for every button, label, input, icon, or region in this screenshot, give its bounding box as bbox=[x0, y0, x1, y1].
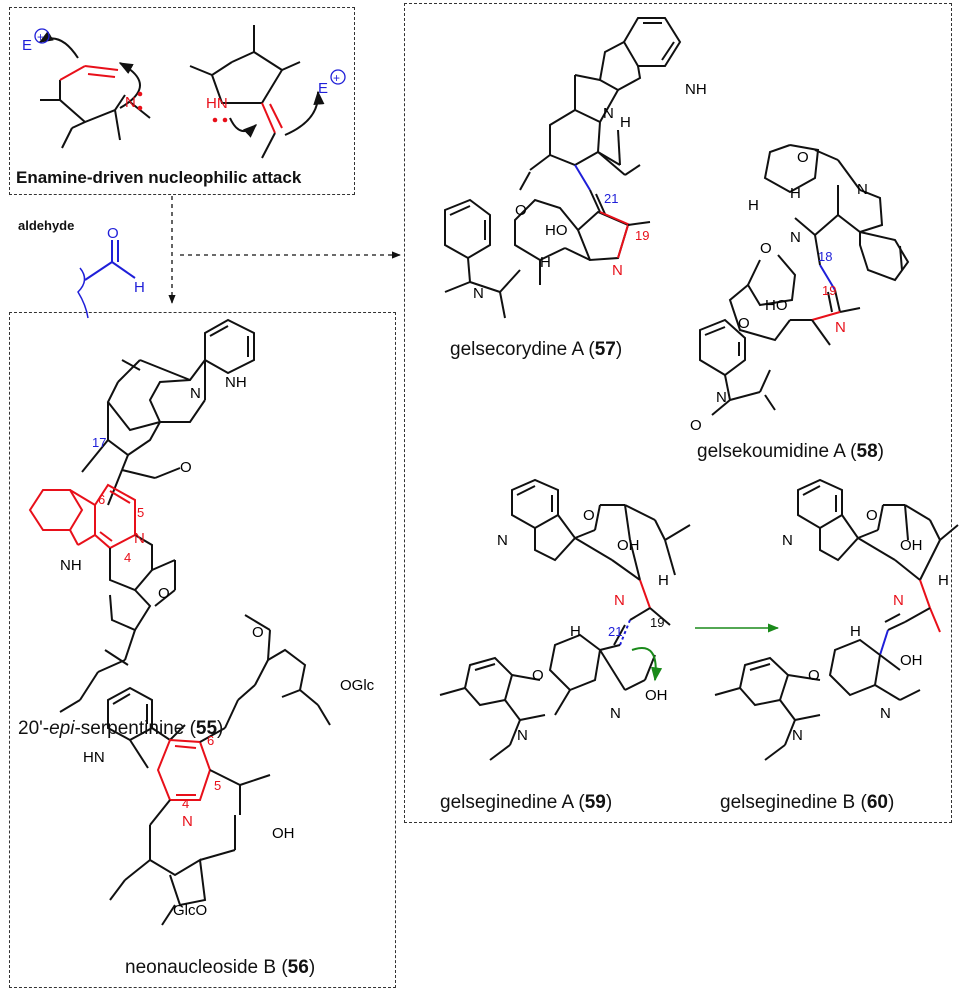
label-g21: 21 bbox=[604, 191, 618, 206]
n-atom-57c: N bbox=[473, 285, 484, 302]
compound-57-name: gelsecorydine A (57) bbox=[450, 339, 623, 360]
compound-56-name: neonaucleoside B (56) bbox=[125, 957, 316, 978]
ho-atom-57: HO bbox=[545, 222, 568, 239]
label-k18: 18 bbox=[818, 249, 832, 264]
nh-atom-55: NH bbox=[225, 374, 247, 391]
nh-atom-57: NH bbox=[685, 81, 707, 98]
label-k19: 19 bbox=[822, 283, 836, 298]
compounds-left-box bbox=[9, 312, 396, 988]
h-atom-57: H bbox=[620, 114, 631, 131]
compounds-right-box bbox=[404, 3, 952, 823]
oh-atom-59: OH bbox=[617, 537, 640, 554]
o-atom-59b: O bbox=[532, 667, 544, 684]
h-atom-60: H bbox=[938, 572, 949, 589]
aldehyde-h: H bbox=[134, 279, 145, 296]
svg-text:+: + bbox=[333, 71, 340, 85]
o-atom-56: O bbox=[252, 624, 264, 641]
oh-atom-60: OH bbox=[900, 537, 923, 554]
pathway-arrows bbox=[168, 196, 401, 304]
nh-atom-55b: NH bbox=[60, 557, 82, 574]
aldehyde-fragment bbox=[77, 240, 136, 319]
label-4: 4 bbox=[124, 550, 131, 565]
o-atom-58b: O bbox=[760, 240, 772, 257]
compound-60-name: gelseginedine B (60) bbox=[720, 792, 895, 813]
n-atom-60c: N bbox=[880, 705, 891, 722]
h-atom-59: H bbox=[658, 572, 669, 589]
mechanism-heading: Enamine-driven nucleophilic attack bbox=[16, 168, 302, 187]
oh-atom-60b: OH bbox=[900, 652, 923, 669]
aldehyde-o: O bbox=[107, 225, 119, 242]
n-atom-60d: N bbox=[792, 727, 803, 744]
label-m6: 6 bbox=[207, 733, 214, 748]
electrophile-left: E bbox=[22, 37, 32, 54]
oh-acid-56: OH bbox=[272, 825, 295, 842]
n-atom-58b: N bbox=[790, 229, 801, 246]
h-atom-58b: H bbox=[748, 197, 759, 214]
n-atom-55: N bbox=[190, 385, 201, 402]
compound-55-name: 20'-epi-serpentinine (55) bbox=[18, 718, 224, 739]
o-atom-58c: O bbox=[738, 315, 750, 332]
h-atom-58: H bbox=[790, 185, 801, 202]
n-atom-58d: N bbox=[716, 389, 727, 406]
o-atom-55: O bbox=[180, 459, 192, 476]
label-5: 5 bbox=[137, 505, 144, 520]
h-atom-59b: H bbox=[570, 623, 581, 640]
n-atom-58: N bbox=[857, 181, 868, 198]
label-6: 6 bbox=[98, 492, 105, 507]
glco-56: GlcO bbox=[173, 902, 207, 919]
compound-59-name: gelseginedine A (59) bbox=[440, 792, 613, 813]
n-atom-59b: N bbox=[614, 592, 625, 609]
pyridinium-n: N bbox=[134, 530, 145, 547]
structure-57 bbox=[444, 17, 682, 319]
structure-60 bbox=[714, 478, 959, 761]
mechanism-box bbox=[9, 7, 355, 195]
o-atom-60b: O bbox=[808, 667, 820, 684]
o-atom-60: O bbox=[866, 507, 878, 524]
enamine-ring-right bbox=[189, 25, 325, 159]
n-atom-59: N bbox=[497, 532, 508, 549]
label-m4: 4 bbox=[182, 796, 189, 811]
n-atom-59c: N bbox=[517, 727, 528, 744]
label-m5: 5 bbox=[214, 778, 221, 793]
compound-58-name: gelsekoumidine A (58) bbox=[697, 441, 884, 462]
n-atom-60b: N bbox=[893, 592, 904, 609]
n-atom-56: N bbox=[182, 813, 193, 830]
oglc-56: OGlc bbox=[340, 677, 375, 694]
svg-text:+: + bbox=[37, 30, 44, 44]
label-17: 17 bbox=[92, 435, 106, 450]
oh-atom-59b: OH bbox=[645, 687, 668, 704]
n-atom-60: N bbox=[782, 532, 793, 549]
hn-atom-56: HN bbox=[83, 749, 105, 766]
structure-55 bbox=[28, 318, 255, 713]
electrophile-right: E bbox=[318, 80, 328, 97]
label-h19: 19 bbox=[650, 615, 664, 630]
o-atom-58d: O bbox=[690, 417, 702, 434]
enamine-nh-atom: HN bbox=[206, 95, 228, 112]
o-atom-55b: O bbox=[158, 585, 170, 602]
o-atom-59: O bbox=[583, 507, 595, 524]
structure-59 bbox=[439, 478, 691, 761]
label-h21: 21 bbox=[608, 624, 622, 639]
n-atom-58c: N bbox=[835, 319, 846, 336]
ho-atom-58: HO bbox=[765, 297, 788, 314]
enamine-n-atom: N bbox=[125, 94, 136, 111]
structure-58 bbox=[699, 144, 910, 416]
h-atom-57b: H bbox=[540, 254, 551, 271]
o-atom-58: O bbox=[797, 149, 809, 166]
nh-atom-59: N bbox=[610, 705, 621, 722]
n-atom-57b: N bbox=[612, 262, 623, 279]
n-atom-57: N bbox=[603, 105, 614, 122]
o-atom-57: O bbox=[515, 202, 527, 219]
label-g19: 19 bbox=[635, 228, 649, 243]
h-atom-60b: H bbox=[850, 623, 861, 640]
aldehyde-label: aldehyde bbox=[18, 218, 75, 233]
structure-56 bbox=[107, 614, 331, 926]
